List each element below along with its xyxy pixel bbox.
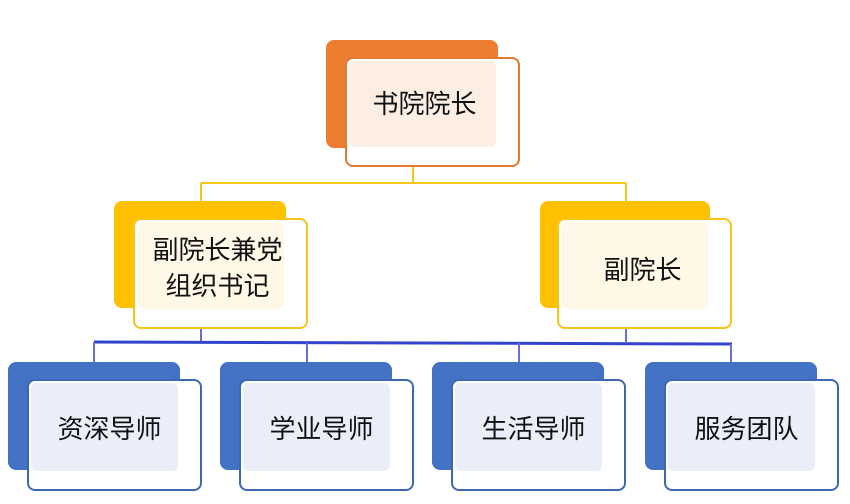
node-academic-mentor-card: 学业导师 [239,379,414,491]
node-service-team-label: 服务团队 [694,415,799,445]
node-life-mentor: 生活导师 [432,362,626,491]
node-dean: 书院院长 [326,40,520,167]
node-senior-mentor-label: 资深导师 [57,415,162,445]
connector-bottom-horizontal [93,340,733,346]
bottom-connectors [93,329,733,362]
node-vice-dean: 副院长 [540,201,732,329]
top-connectors [200,166,627,201]
node-senior-mentor: 资深导师 [8,362,202,491]
node-life-mentor-label: 生活导师 [481,415,586,445]
node-service-team: 服务团队 [645,362,839,491]
node-life-mentor-card: 生活导师 [451,379,626,491]
node-service-team-card: 服务团队 [664,379,839,491]
node-life-mentor-fill [455,383,602,471]
node-academic-mentor-label: 学业导师 [269,415,374,445]
node-vice-dean-secretary-fill [137,222,284,309]
node-senior-mentor-fill [31,383,178,471]
node-vice-dean-label: 副院长 [603,255,682,286]
node-vice-dean-card: 副院长 [557,218,732,329]
node-dean-fill [349,61,496,147]
node-dean-label: 书院院长 [372,90,477,120]
node-service-team-fill [668,383,815,471]
node-vice-dean-secretary-label: 副院长兼党 组织书记 [152,235,283,302]
node-dean-card: 书院院长 [345,57,520,167]
node-vice-dean-secretary: 副院长兼党 组织书记 [114,201,308,329]
node-senior-mentor-card: 资深导师 [27,379,202,491]
node-vice-dean-secretary-card: 副院长兼党 组织书记 [133,218,308,329]
node-vice-dean-fill [561,222,708,309]
node-academic-mentor-fill [243,383,390,471]
node-academic-mentor: 学业导师 [220,362,414,491]
